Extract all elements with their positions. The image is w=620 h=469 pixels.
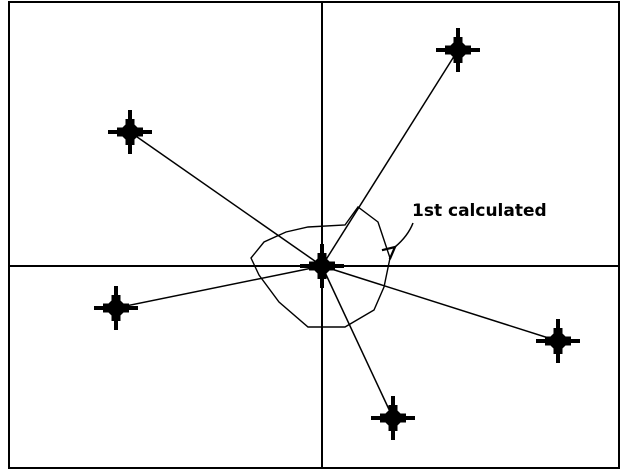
annotation-label: 1st calculated bbox=[412, 201, 547, 221]
top-right-star-marker bbox=[436, 28, 480, 72]
line-to-right bbox=[321, 265, 559, 342]
connector-lines bbox=[115, 49, 559, 419]
right-star-marker bbox=[536, 319, 580, 363]
upper-left-star-marker bbox=[108, 110, 152, 154]
left-star-marker bbox=[94, 286, 138, 330]
annotation-arrow bbox=[395, 222, 414, 247]
line-to-upper-left bbox=[129, 131, 323, 267]
center-star-marker bbox=[300, 244, 344, 288]
calculated-region-outline bbox=[250, 206, 391, 328]
line-to-top-right bbox=[321, 49, 459, 267]
bottom-star-marker bbox=[371, 396, 415, 440]
outer-frame bbox=[8, 1, 620, 469]
line-to-bottom bbox=[321, 265, 394, 419]
line-to-left bbox=[115, 265, 323, 309]
